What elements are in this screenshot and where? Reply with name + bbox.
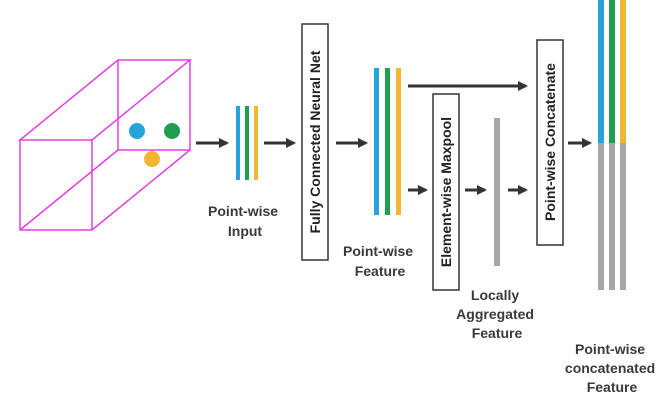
- input-bar-yellow: [254, 106, 258, 180]
- feature-bar-yellow: [396, 68, 401, 215]
- concatenate-label: Point-wise Concatenate: [542, 63, 558, 221]
- pointwise-input-bars: [236, 106, 258, 180]
- feature-bar-blue: [374, 68, 379, 215]
- concat-bar-gray-1: [598, 143, 604, 290]
- fc-net-label: Fully Connected Neural Net: [307, 50, 323, 233]
- concat-bar-yellow: [620, 0, 626, 143]
- concat-bar-gray-2: [609, 143, 615, 290]
- concatenate-box: [536, 39, 564, 246]
- concat-bar-gray-3: [620, 143, 626, 290]
- feature-bar-green: [385, 68, 390, 215]
- green-point-icon: [164, 123, 180, 139]
- input-bar-green: [245, 106, 249, 180]
- locally-aggregated-label: Locally Aggregated Feature: [456, 287, 538, 341]
- fc-net-box: [301, 23, 329, 261]
- maxpool-label: Element-wise Maxpool: [438, 117, 454, 267]
- pointwise-feature-label: Point-wise Feature: [343, 243, 417, 279]
- blue-point-icon: [129, 123, 145, 139]
- concat-bar-green: [609, 0, 615, 143]
- pointwise-feature-bars: [374, 68, 401, 215]
- concatenated-feature-label: Point-wise concatenated Feature: [565, 341, 659, 395]
- maxpool-box: [432, 93, 460, 291]
- concatenated-feature-bars: [598, 0, 626, 290]
- point-cloud-box: [17, 59, 193, 231]
- input-bar-blue: [236, 106, 240, 180]
- aggregated-feature-bar: [494, 118, 500, 266]
- concat-bar-blue: [598, 0, 604, 143]
- yellow-point-icon: [144, 151, 160, 167]
- pointwise-input-label: Point-wise Input: [208, 203, 282, 239]
